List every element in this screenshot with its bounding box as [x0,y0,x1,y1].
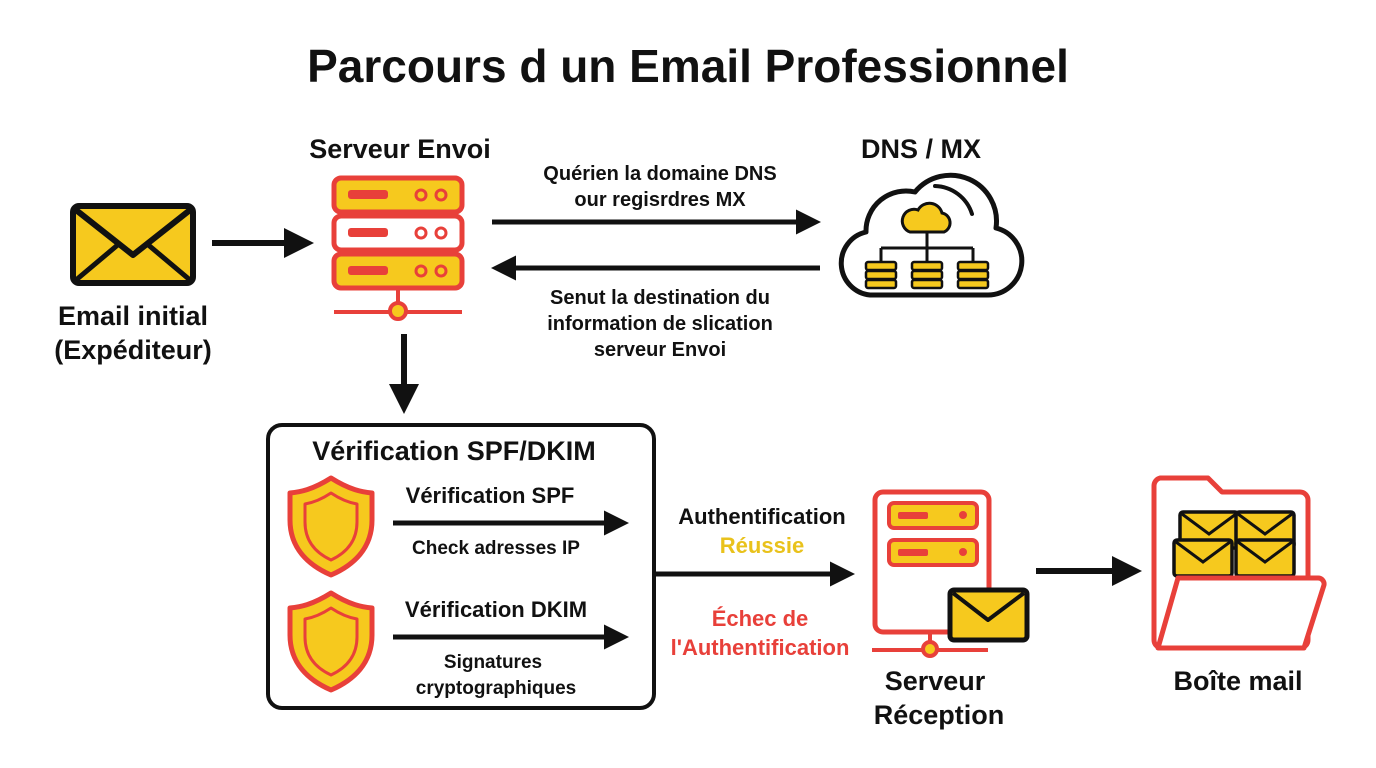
received-envelope-icon [947,587,1030,643]
dkim-detail-line1: Signatures [444,652,542,673]
sender-envelope-icon [70,203,196,286]
auth-success-line2: Réussie [720,533,804,558]
dns-cloud-icon [838,172,1025,298]
spf-label: Vérification SPF [406,483,575,508]
sender-label-line1: Email initial [58,301,208,331]
auth-fail-line2: l'Authentification [671,635,850,660]
dkim-label: Vérification DKIM [405,597,587,622]
response-text-line3: serveur Envoi [594,339,726,361]
verification-title: Vérification SPF/DKIM [312,436,596,466]
auth-fail-line1: Échec de [712,606,809,631]
spf-shield-icon [287,475,375,578]
send-server-label: Serveur Envoi [309,134,491,164]
auth-success-line1: Authentification [678,504,845,529]
response-text-line2: information de slication [547,313,773,335]
dkim-shield-icon [287,590,375,693]
mailbox-folder-icon [1151,475,1327,651]
query-text-line1: Quérien la domaine DNS [543,163,776,185]
page-title: Parcours d un Email Professionnel [307,40,1069,92]
mailbox-label: Boîte mail [1173,666,1302,696]
send-server-icon [331,175,465,321]
response-text-line1: Senut la destination du [550,287,770,309]
dkim-detail-line2: cryptographiques [416,678,576,699]
dns-label: DNS / MX [861,134,981,164]
query-text-line2: our regisrdres MX [574,189,746,211]
spf-detail: Check adresses IP [412,538,580,559]
receiving-server-label-line1: Serveur [885,666,986,696]
receiving-server-label-line2: Réception [874,700,1005,730]
sender-label-line2: (Expéditeur) [54,335,212,365]
